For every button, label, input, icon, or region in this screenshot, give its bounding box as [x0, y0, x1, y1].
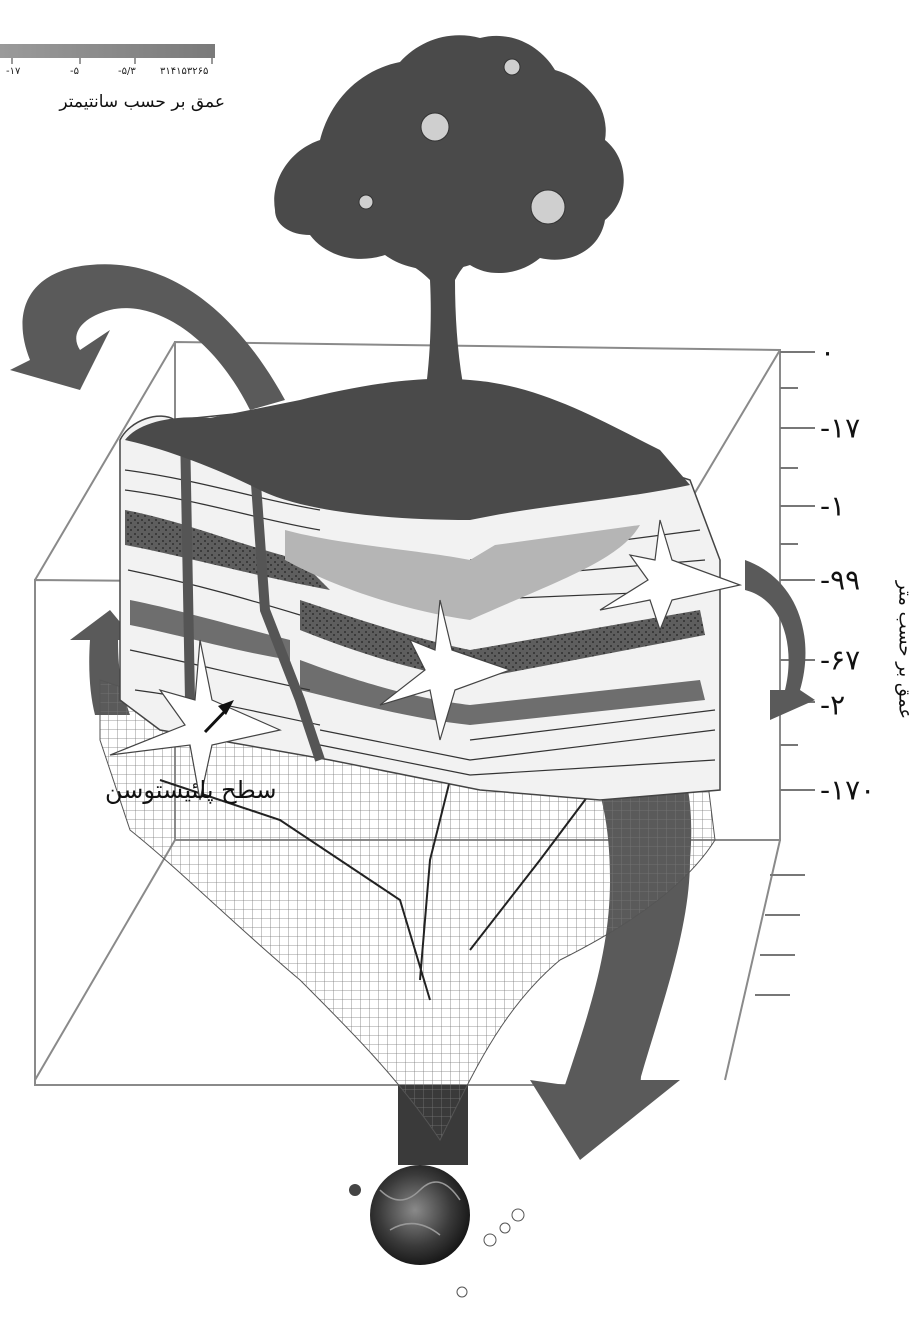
depth-tick: -۱: [820, 490, 890, 523]
apple-icon: [531, 190, 565, 224]
legend-tick: -۱۷: [6, 66, 20, 77]
depth-tick: -۲: [820, 689, 890, 722]
legend-title: عمق بر حسب سانتیمتر: [0, 92, 225, 112]
depth-tick: -۹۹: [820, 564, 890, 597]
tree-icon: [274, 35, 624, 395]
apple-icon: [504, 59, 520, 75]
depth-tick: ۰: [820, 336, 890, 369]
apple-icon: [421, 113, 449, 141]
apple-icon: [359, 195, 373, 209]
legend-tick: -۵: [70, 66, 79, 77]
depth-legend: [0, 44, 215, 64]
pleistocene-surface-label: سطح پلئیستوسن: [105, 776, 276, 804]
depth-tick: -۱۷۰: [820, 774, 890, 807]
legend-tick: ۳۱۴۱۵۳۲۶۵: [160, 66, 208, 77]
depth-tick: -۶۷: [820, 644, 890, 677]
depth-scale: [755, 352, 815, 995]
depth-tick: -۱۷: [820, 412, 890, 445]
depth-axis-title: عمق بر حسب متر: [895, 581, 916, 719]
legend-tick: -۵/۳: [118, 66, 136, 77]
